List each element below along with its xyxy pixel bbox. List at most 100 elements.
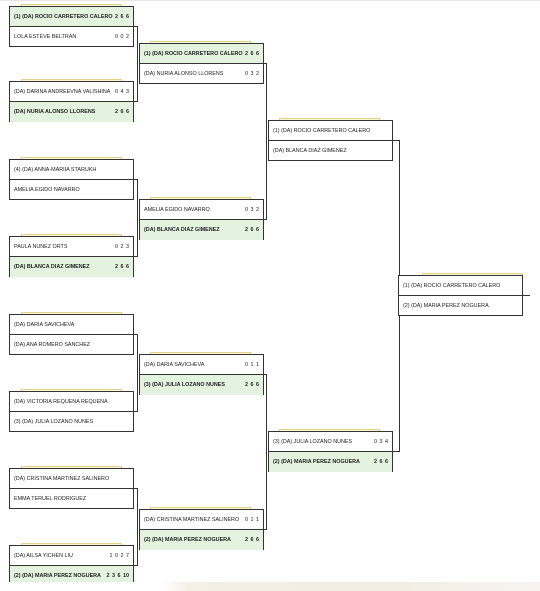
player-row: (DA) NURIA ALONSO LLORENS 0 3 2 <box>140 64 263 84</box>
player-row: (1) (DA) ROCIO CARRETERO CALERO <box>399 276 522 296</box>
match-card[interactable]: AMELIA EGIDO NAVARRO 0 3 2 (DA) BLANCA DI… <box>139 199 264 240</box>
player-row: (DA) VICTORIA REQUENA REQUENA <box>10 392 133 412</box>
player-row: (DA) BLANCA DIAZ GIMENEZ 2 6 6 <box>140 220 263 240</box>
player-score: 2 6 6 <box>245 537 259 543</box>
player-score: 0 2 3 <box>115 244 129 250</box>
player-score: 0 3 2 <box>245 71 259 77</box>
bracket-connector <box>264 219 267 220</box>
player-score: 0 1 1 <box>245 362 259 368</box>
bracket-connector <box>134 256 138 257</box>
bracket-connector <box>134 488 138 489</box>
player-row: PAULA NUNEZ ORTS 0 2 3 <box>10 237 133 257</box>
player-name: (1) (DA) ROCIO CARRETERO CALERO <box>14 14 113 20</box>
bracket-connector <box>137 334 138 412</box>
match-card[interactable]: (DA) CRISTINA MARTINEZ SALINERO EMMA TER… <box>9 468 134 509</box>
player-name: (2) (DA) MARIA PEREZ NOGUERA <box>403 303 489 309</box>
player-name: LOLA ESTEVE BELTRAN <box>14 34 77 40</box>
match-card[interactable]: (DA) DARIA SAVICHEVA (DA) ANA ROMERO SAN… <box>9 314 134 355</box>
player-row: (2) (DA) MARIA PEREZ NOGUERA 2 6 6 <box>140 530 263 550</box>
match-card[interactable]: (3) (DA) JULIA LOZANO NUNES 0 3 4 (2) (DA… <box>268 431 393 472</box>
player-row: (DA) CRISTINA MARTINEZ SALINERO <box>10 469 133 489</box>
player-score: 2 6 6 <box>374 459 388 465</box>
bracket-connector <box>264 374 267 375</box>
bracket-connector <box>134 411 138 412</box>
bracket-connector <box>264 529 267 530</box>
player-row: AMELIA EGIDO NAVARRO <box>10 180 133 200</box>
player-name: (DA) BLANCA DIAZ GIMENEZ <box>144 227 220 233</box>
player-score: 0 4 3 <box>115 89 129 95</box>
player-score: 0 3 2 <box>245 207 259 213</box>
player-score: 1 0 2 7 <box>109 553 130 559</box>
player-row: (DA) DARINA ANDREEVNA VALISHINA 0 4 3 <box>10 82 133 102</box>
player-score: 0 0 2 <box>115 34 129 40</box>
player-name: (DA) BLANCA DIAZ GIMENEZ <box>273 148 347 154</box>
player-name: (2) (DA) MARIA PEREZ NOGUERA <box>14 573 101 579</box>
player-row: (DA) DARIA SAVICHEVA <box>10 315 133 335</box>
player-score: 0 1 1 <box>245 517 259 523</box>
bracket-connector <box>134 565 138 566</box>
bracket-connector <box>134 179 138 180</box>
player-score: 2 6 6 <box>115 264 129 270</box>
player-row: (DA) BLANCA DIAZ GIMENEZ <box>269 141 392 161</box>
player-name: (2) (DA) MARIA PEREZ NOGUERA <box>144 537 231 543</box>
player-name: (DA) DARINA ANDREEVNA VALISHINA <box>14 89 111 95</box>
bracket-connector <box>137 488 138 566</box>
player-name: (3) (DA) JULIA LOZANO NUNES <box>273 439 353 445</box>
player-score: 2 6 6 <box>115 14 129 20</box>
bracket-connector <box>399 316 400 452</box>
player-name: AMELIA EGIDO NAVARRO <box>144 207 210 213</box>
match-card[interactable]: (1) (DA) ROCIO CARRETERO CALERO (2) (DA)… <box>398 275 523 316</box>
player-row: (DA) ANA ROMERO SANCHEZ <box>10 335 133 355</box>
player-name: (2) (DA) MARIA PEREZ NOGUERA <box>273 459 360 465</box>
player-name: AMELIA EGIDO NAVARRO <box>14 187 80 193</box>
player-name: EMMA TERUEL RODRIGUEZ <box>14 496 87 502</box>
bracket-connector <box>137 26 138 102</box>
player-row: AMELIA EGIDO NAVARRO 0 3 2 <box>140 200 263 220</box>
player-row: (2) (DA) MARIA PEREZ NOGUERA 2 3 6 10 <box>10 566 133 586</box>
player-name: PAULA NUNEZ ORTS <box>14 244 68 250</box>
bracket-connector <box>137 179 138 257</box>
player-row: (4) (DA) ANNA-MARIIA STARUKH <box>10 160 133 180</box>
match-card[interactable]: (DA) DARINA ANDREEVNA VALISHINA 0 4 3 (DA… <box>9 81 134 122</box>
bracket-connector <box>266 374 267 530</box>
bracket-connector <box>393 140 400 141</box>
champion-line <box>523 295 530 296</box>
player-row: EMMA TERUEL RODRIGUEZ <box>10 489 133 509</box>
match-card[interactable]: (1) (DA) ROCIO CARRETERO CALERO (DA) BLA… <box>268 120 393 161</box>
player-row: LOLA ESTEVE BELTRAN 0 0 2 <box>10 27 133 47</box>
player-score: 2 6 6 <box>245 382 259 388</box>
bracket-connector <box>134 334 138 335</box>
player-score: 2 6 6 <box>245 227 259 233</box>
bracket-connector <box>399 140 400 275</box>
player-name: (DA) CRISTINA MARTINEZ SALINERO <box>14 476 110 482</box>
player-name: (DA) DARIA SAVICHEVA <box>14 322 75 328</box>
bracket-connector <box>134 101 138 102</box>
player-name: (DA) ANA ROMERO SANCHEZ <box>14 342 91 348</box>
player-row: (3) (DA) JULIA LOZANO NUNES <box>10 412 133 432</box>
player-name: (DA) NURIA ALONSO LLORENS <box>144 71 224 77</box>
match-card[interactable]: PAULA NUNEZ ORTS 0 2 3 (DA) BLANCA DIAZ G… <box>9 236 134 277</box>
match-card[interactable]: (DA) VICTORIA REQUENA REQUENA (3) (DA) J… <box>9 391 134 432</box>
player-name: (1) (DA) ROCIO CARRETERO CALERO <box>144 51 243 57</box>
player-score: 2 3 6 10 <box>106 573 129 579</box>
player-score: 0 3 4 <box>374 439 388 445</box>
bracket-connector <box>393 451 400 452</box>
player-name: (1) (DA) ROCIO CARRETERO CALERO <box>273 128 371 134</box>
bracket-connector <box>266 63 267 220</box>
match-card[interactable]: (4) (DA) ANNA-MARIIA STARUKH AMELIA EGID… <box>9 159 134 200</box>
bracket-connector <box>264 63 267 64</box>
bottom-bar <box>0 582 540 591</box>
player-score: 2 6 6 <box>115 109 129 115</box>
